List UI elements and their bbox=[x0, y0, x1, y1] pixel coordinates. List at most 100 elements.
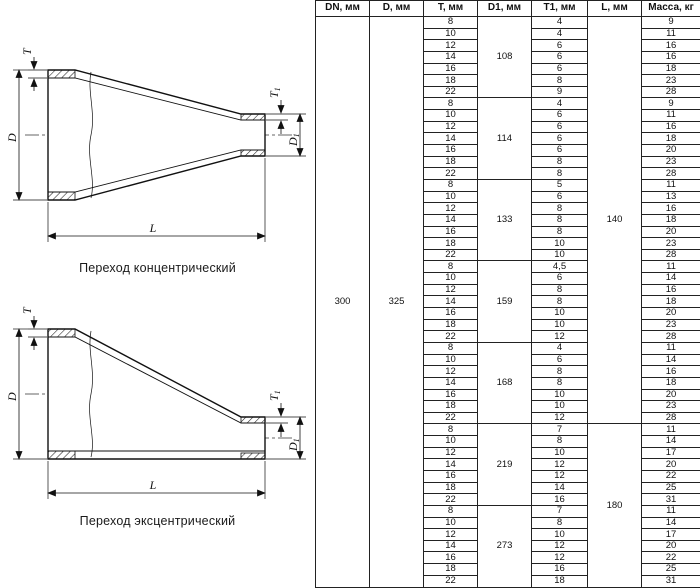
t1-value-cell: 8 bbox=[531, 213, 588, 227]
dim-label-D1: D1 bbox=[286, 133, 301, 147]
t1-value-cell: 8 bbox=[531, 295, 588, 309]
d-value-cell: 325 bbox=[369, 16, 424, 588]
t-value-cell: 14 bbox=[423, 213, 478, 227]
header-d1: D1, мм bbox=[477, 0, 532, 17]
mass-value-cell: 23 bbox=[641, 400, 700, 413]
dim-label-L: L bbox=[148, 221, 156, 235]
hatch-right-bottom bbox=[240, 149, 265, 157]
t1-value-cell: 12 bbox=[531, 330, 588, 343]
mass-value-cell: 31 bbox=[641, 574, 700, 588]
t1-value-cell: 16 bbox=[531, 493, 588, 506]
t-value-cell: 16 bbox=[423, 62, 478, 76]
mass-value-cell: 22 bbox=[641, 551, 700, 565]
mass-value-cell: 13 bbox=[641, 190, 700, 204]
t1-value-cell: 6 bbox=[531, 353, 588, 367]
t-value-cell: 8 bbox=[423, 423, 478, 437]
t-value-cell: 18 bbox=[423, 481, 478, 495]
t1-value-cell: 14 bbox=[531, 481, 588, 495]
dim-T: T bbox=[20, 306, 47, 350]
header-mass: Масса, кг bbox=[641, 0, 700, 17]
header-dn: DN, мм bbox=[315, 0, 370, 17]
mass-value-cell: 11 bbox=[641, 260, 700, 274]
t-value-cell: 16 bbox=[423, 388, 478, 402]
mass-value-cell: 11 bbox=[641, 109, 700, 122]
t-value-cell: 16 bbox=[423, 469, 478, 483]
mass-value-cell: 11 bbox=[641, 27, 700, 41]
t-value-cell: 8 bbox=[423, 16, 478, 29]
table-row: 14 8 18 bbox=[316, 213, 700, 227]
mass-value-cell: 18 bbox=[641, 62, 700, 76]
t-value-cell: 12 bbox=[423, 446, 478, 460]
t-value-cell: 18 bbox=[423, 318, 478, 332]
t1-value-cell: 9 bbox=[531, 85, 588, 99]
t1-value-cell: 4 bbox=[531, 341, 588, 355]
mass-value-cell: 18 bbox=[641, 213, 700, 227]
mass-value-cell: 20 bbox=[641, 144, 700, 157]
mass-value-cell: 16 bbox=[641, 50, 700, 64]
mass-value-cell: 23 bbox=[641, 237, 700, 250]
t-value-cell: 14 bbox=[423, 458, 478, 471]
concentric-drawing-block: T D T1 bbox=[0, 30, 315, 275]
t1-value-cell: 4 bbox=[531, 16, 588, 29]
t1-value-cell: 8 bbox=[531, 435, 588, 448]
t-value-cell: 12 bbox=[423, 39, 478, 52]
t1-value-cell: 10 bbox=[531, 307, 588, 320]
mass-value-cell: 11 bbox=[641, 423, 700, 437]
t-value-cell: 22 bbox=[423, 574, 478, 588]
t1-value-cell: 12 bbox=[531, 458, 588, 471]
table-row: 14 12 20 bbox=[316, 458, 700, 471]
t1-value-cell: 10 bbox=[531, 248, 588, 262]
dim-label-T1: T1 bbox=[267, 390, 282, 401]
hatch-left-top bbox=[47, 328, 75, 338]
hatch-left-bottom bbox=[47, 450, 75, 460]
d1-value-cell: 114 bbox=[477, 97, 532, 180]
t-value-cell: 22 bbox=[423, 85, 478, 99]
break-line bbox=[88, 330, 93, 458]
t1-value-cell: 6 bbox=[531, 50, 588, 64]
header-t: T, мм bbox=[423, 0, 478, 17]
t1-value-cell: 7 bbox=[531, 423, 588, 437]
t-value-cell: 8 bbox=[423, 178, 478, 192]
t1-value-cell: 8 bbox=[531, 376, 588, 390]
header-l: L, мм bbox=[587, 0, 642, 17]
t1-value-cell: 10 bbox=[531, 318, 588, 332]
mass-value-cell: 14 bbox=[641, 272, 700, 285]
mass-value-cell: 18 bbox=[641, 132, 700, 146]
t1-value-cell: 10 bbox=[531, 237, 588, 250]
t1-value-cell: 6 bbox=[531, 109, 588, 122]
mass-value-cell: 14 bbox=[641, 353, 700, 367]
t1-value-cell: 12 bbox=[531, 539, 588, 553]
dim-label-D: D bbox=[5, 133, 19, 143]
t1-value-cell: 12 bbox=[531, 469, 588, 483]
mass-value-cell: 20 bbox=[641, 458, 700, 471]
mass-value-cell: 14 bbox=[641, 435, 700, 448]
t1-value-cell: 8 bbox=[531, 516, 588, 530]
t-value-cell: 12 bbox=[423, 120, 478, 134]
t1-value-cell: 6 bbox=[531, 120, 588, 134]
t1-value-cell: 5 bbox=[531, 178, 588, 192]
dim-label-D1: D1 bbox=[286, 438, 301, 452]
mass-value-cell: 25 bbox=[641, 481, 700, 495]
t-value-cell: 10 bbox=[423, 109, 478, 122]
t-value-cell: 18 bbox=[423, 563, 478, 576]
d1-value-cell: 108 bbox=[477, 15, 532, 99]
hatch-right-top bbox=[240, 416, 265, 424]
t1-value-cell: 6 bbox=[531, 62, 588, 76]
t-value-cell: 16 bbox=[423, 307, 478, 320]
t1-value-cell: 4 bbox=[531, 97, 588, 111]
